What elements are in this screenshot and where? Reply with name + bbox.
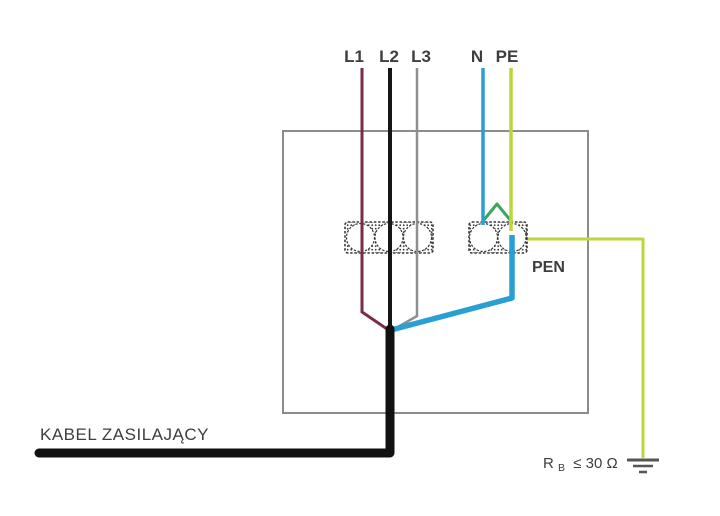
earth-resistance-subscript: B bbox=[558, 462, 565, 474]
diagram-labels: L1 L2 L3 N PE PEN KABEL ZASILAJĄCY R B ≤… bbox=[40, 47, 618, 475]
wire-l1 bbox=[360, 68, 391, 333]
earth-resistance-symbol: R bbox=[543, 455, 554, 472]
n-pe-bridge bbox=[481, 202, 513, 222]
supply-cable bbox=[34, 324, 395, 458]
earth-resistance-value: ≤ 30 Ω bbox=[573, 455, 617, 472]
wire-pen bbox=[390, 235, 515, 333]
terminal-pen-n bbox=[468, 222, 499, 253]
label-pe: PE bbox=[496, 47, 519, 66]
terminal-block-pen bbox=[468, 221, 528, 254]
label-l2: L2 bbox=[379, 47, 399, 66]
enclosure-box bbox=[282, 130, 589, 414]
earth-wire bbox=[514, 237, 645, 458]
ground-symbol bbox=[627, 458, 659, 474]
wire-l3 bbox=[390, 68, 419, 333]
label-pen: PEN bbox=[532, 259, 565, 276]
label-l3: L3 bbox=[411, 47, 431, 66]
label-earth-resistance: R B ≤ 30 Ω bbox=[543, 455, 618, 475]
label-l1: L1 bbox=[344, 47, 364, 66]
label-n: N bbox=[471, 47, 483, 66]
label-supply-cable: KABEL ZASILAJĄCY bbox=[40, 425, 209, 444]
